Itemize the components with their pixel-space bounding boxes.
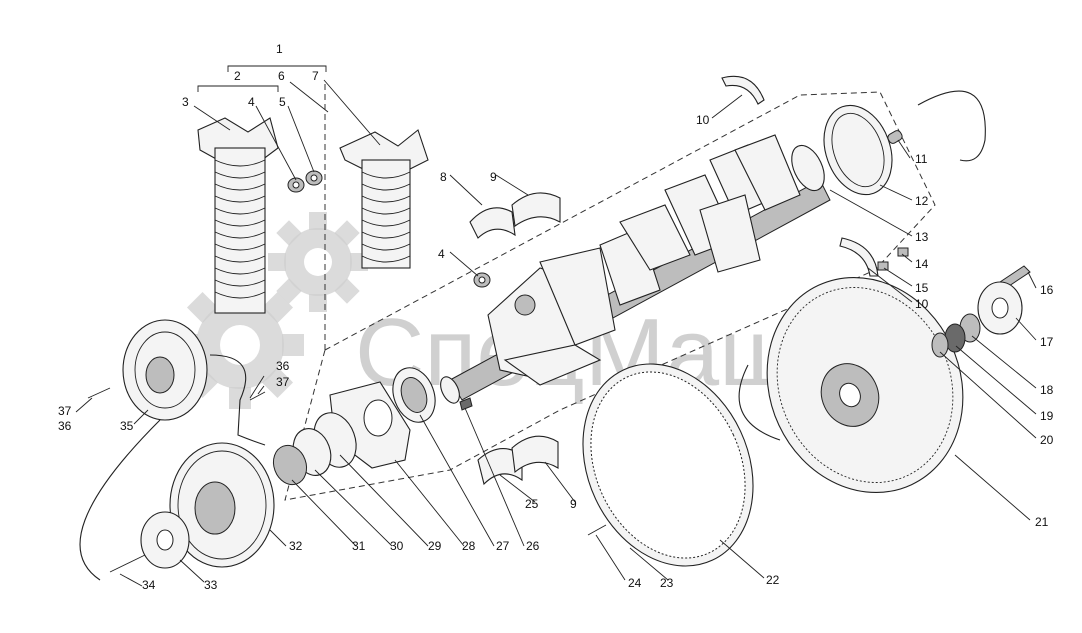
callout-15: 15 xyxy=(915,281,929,295)
flywheel-21 xyxy=(766,276,964,494)
callout-33: 33 xyxy=(204,578,218,592)
bolt-37-right xyxy=(249,391,266,401)
seal-ring-12 xyxy=(823,104,893,196)
callout-32: 32 xyxy=(289,539,303,553)
callout-21: 21 xyxy=(1035,515,1049,529)
nut-part-4-lower xyxy=(473,272,491,288)
bearing-half-8 xyxy=(469,207,516,239)
pin-14 xyxy=(897,247,909,257)
callout-19: 19 xyxy=(1040,409,1054,423)
callout-labels: 1 2 3 4 5 6 7 8 9 10 11 12 13 4 14 15 10… xyxy=(58,42,1054,592)
callout-35: 35 xyxy=(120,419,134,433)
callout-22: 22 xyxy=(766,573,780,587)
pulley-32 xyxy=(169,442,275,568)
callout-10: 10 xyxy=(696,113,710,127)
callout-26: 26 xyxy=(526,539,540,553)
ring-gear-22 xyxy=(582,363,754,567)
rotation-arrow-flywheel xyxy=(738,364,781,441)
leader-lines xyxy=(75,79,1037,587)
thrust-washer-10-bottom xyxy=(839,237,879,277)
callout-10-lower: 10 xyxy=(915,297,929,311)
callout-37-right: 37 xyxy=(276,375,290,389)
callout-25: 25 xyxy=(525,497,539,511)
callout-30: 30 xyxy=(390,539,404,553)
callout-24: 24 xyxy=(628,576,642,590)
callout-28: 28 xyxy=(462,539,476,553)
pin-15 xyxy=(877,261,889,271)
guide-arrow-pulley xyxy=(79,419,161,581)
callout-16: 16 xyxy=(1040,283,1054,297)
callout-6: 6 xyxy=(278,69,285,83)
callout-3: 3 xyxy=(182,95,189,109)
callout-17: 17 xyxy=(1040,335,1054,349)
callout-18: 18 xyxy=(1040,383,1054,397)
callout-11: 11 xyxy=(915,152,928,166)
callout-20: 20 xyxy=(1040,433,1054,447)
bearing-half-9-lower xyxy=(511,435,559,474)
nut-part-4 xyxy=(287,177,305,193)
bolt-34 xyxy=(109,554,146,573)
callout-36-left: 36 xyxy=(58,419,72,433)
callout-9: 9 xyxy=(490,170,497,184)
callout-31: 31 xyxy=(352,539,366,553)
callout-37-left: 37 xyxy=(58,404,72,418)
callout-14: 14 xyxy=(915,257,929,271)
ring-31 xyxy=(272,444,308,486)
bolt-24 xyxy=(587,524,607,536)
callout-36-right: 36 xyxy=(276,359,290,373)
callout-29: 29 xyxy=(428,539,442,553)
callout-5: 5 xyxy=(279,95,286,109)
callout-34: 34 xyxy=(142,578,156,592)
damper-35 xyxy=(122,319,208,421)
crankcase-block xyxy=(487,247,616,386)
bearing-half-25 xyxy=(477,448,523,486)
thrust-washer-10-top xyxy=(721,75,765,105)
bearing-shell-stack-left xyxy=(197,117,279,314)
hub-33 xyxy=(140,511,190,569)
plate-17 xyxy=(977,281,1023,335)
bearing-half-9 xyxy=(511,192,561,227)
callout-23: 23 xyxy=(660,576,674,590)
guide-arrow-damper xyxy=(209,354,266,446)
callout-4: 4 xyxy=(248,95,255,109)
callout-1: 1 xyxy=(276,42,283,56)
callout-9-lower: 9 xyxy=(570,497,577,511)
key-26 xyxy=(459,397,473,411)
callout-2: 2 xyxy=(234,69,241,83)
bearing-shell-stack-right xyxy=(339,129,429,269)
callout-4-lower: 4 xyxy=(438,247,445,261)
gear-27 xyxy=(392,367,436,423)
nut-part-5 xyxy=(305,170,323,186)
group-bracket-1 xyxy=(227,65,327,72)
rotation-arrow-top xyxy=(917,90,986,162)
bolt-37-left xyxy=(87,387,111,399)
callout-7: 7 xyxy=(312,69,319,83)
spacer-20 xyxy=(931,332,949,358)
group-bracket-2 xyxy=(197,85,279,92)
callout-13: 13 xyxy=(915,230,929,244)
callout-8: 8 xyxy=(440,170,447,184)
callout-12: 12 xyxy=(915,194,929,208)
callout-27: 27 xyxy=(496,539,510,553)
